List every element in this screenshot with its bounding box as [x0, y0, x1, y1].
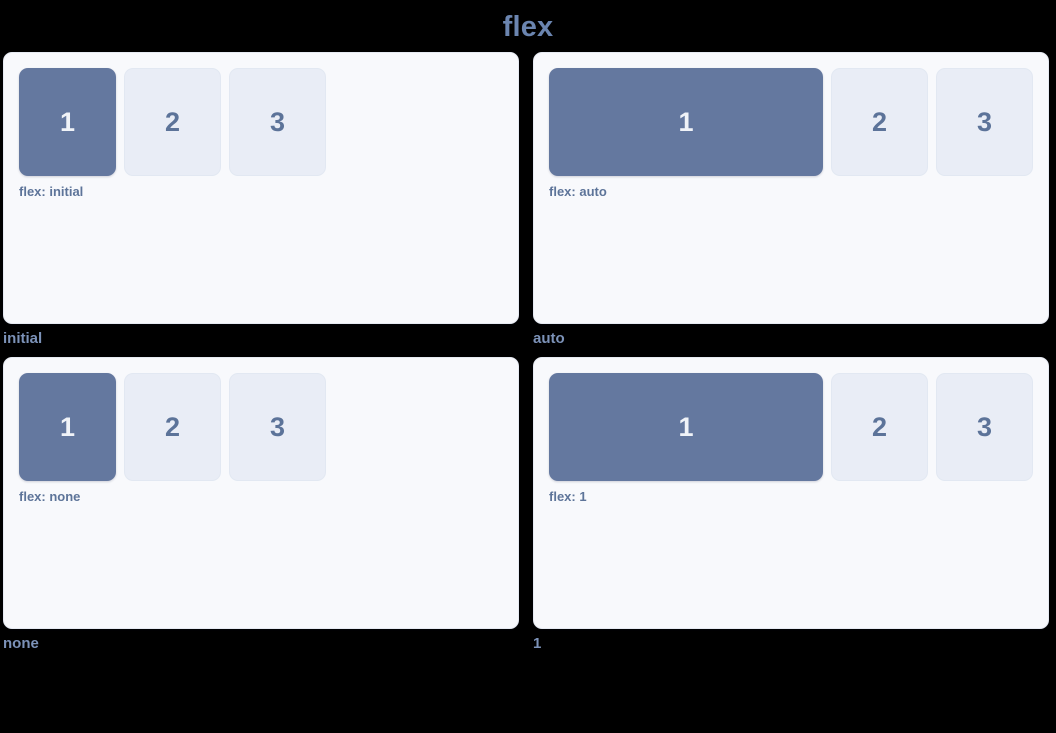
demo-cell-one: 1 2 3 flex: 1 1: [533, 357, 1049, 654]
flex-card-none: 1 2 3 flex: none: [3, 357, 519, 629]
flex-card-initial: 1 2 3 flex: initial: [3, 52, 519, 324]
flex-item-2: 2: [831, 68, 928, 176]
flex-item-3: 3: [936, 373, 1033, 481]
demo-cell-initial: 1 2 3 flex: initial initial: [3, 52, 519, 349]
flex-container-initial: 1 2 3: [19, 68, 503, 176]
flex-demo-grid: 1 2 3 flex: initial initial 1 2 3 flex: …: [0, 52, 1056, 654]
card-caption-one: 1: [533, 635, 542, 652]
flex-item-1: 1: [549, 373, 823, 481]
flex-item-1: 1: [549, 68, 823, 176]
flex-item-3: 3: [229, 373, 326, 481]
flex-item-3: 3: [936, 68, 1033, 176]
flex-card-one: 1 2 3 flex: 1: [533, 357, 1049, 629]
flex-item-3: 3: [229, 68, 326, 176]
flex-value-label: flex: 1: [549, 489, 587, 504]
flex-item-1: 1: [19, 373, 116, 481]
flex-container-auto: 1 2 3: [549, 68, 1033, 176]
demo-cell-none: 1 2 3 flex: none none: [3, 357, 519, 654]
flex-item-2: 2: [831, 373, 928, 481]
flex-item-2: 2: [124, 373, 221, 481]
card-caption-auto: auto: [533, 330, 565, 347]
demo-cell-auto: 1 2 3 flex: auto auto: [533, 52, 1049, 349]
page-title: flex: [502, 11, 554, 43]
flex-value-label: flex: auto: [549, 184, 607, 199]
flex-item-2: 2: [124, 68, 221, 176]
flex-card-auto: 1 2 3 flex: auto: [533, 52, 1049, 324]
flex-value-label: flex: none: [19, 489, 81, 504]
card-caption-none: none: [3, 635, 39, 652]
flex-item-1: 1: [19, 68, 116, 176]
flex-container-none: 1 2 3: [19, 373, 503, 481]
flex-container-one: 1 2 3: [549, 373, 1033, 481]
flex-value-label: flex: initial: [19, 184, 84, 199]
card-caption-initial: initial: [3, 330, 43, 347]
